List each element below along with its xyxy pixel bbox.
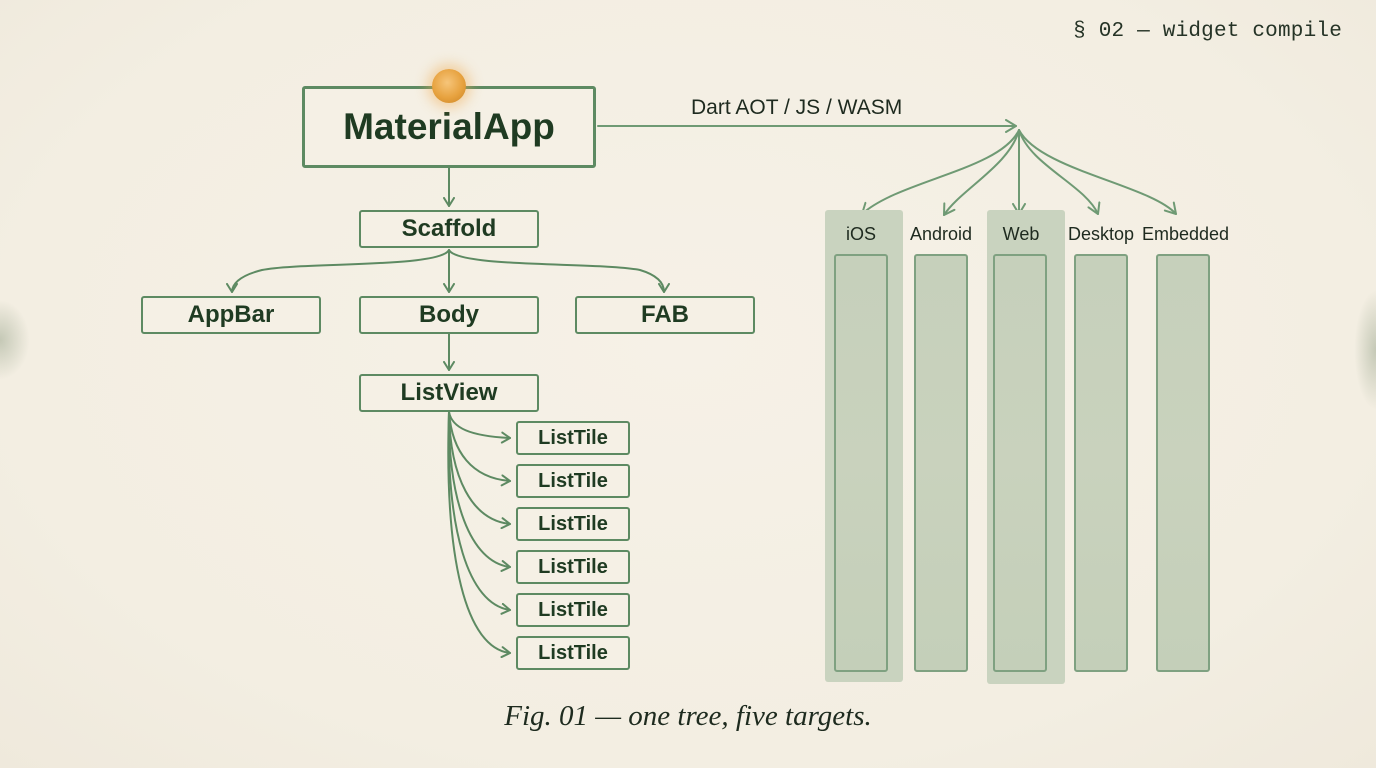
node-listtile: ListTile <box>516 464 630 498</box>
target-column-desktop <box>1074 254 1128 672</box>
node-label: ListTile <box>538 512 608 535</box>
node-appbar: AppBar <box>141 296 321 334</box>
node-scaffold: Scaffold <box>359 210 539 248</box>
node-label: ListTile <box>538 469 608 492</box>
node-fab: FAB <box>575 296 755 334</box>
target-label-desktop: Desktop <box>1067 224 1135 244</box>
node-label: Body <box>419 301 479 328</box>
target-label-ios: iOS <box>845 224 876 244</box>
target-column-android <box>914 254 968 672</box>
node-label: ListView <box>400 379 498 406</box>
node-label: Scaffold <box>401 215 497 242</box>
target-column-web <box>993 254 1047 672</box>
node-body: Body <box>359 296 539 334</box>
target-label-embedded: Embedded <box>1142 224 1230 244</box>
glowing-orb-icon <box>432 69 466 103</box>
node-listtile: ListTile <box>516 636 630 670</box>
node-label: ListTile <box>538 555 608 578</box>
node-listtile: ListTile <box>516 421 630 455</box>
node-listtile: ListTile <box>516 593 630 627</box>
target-column-ios <box>834 254 888 672</box>
node-listtile: ListTile <box>516 507 630 541</box>
node-label: FAB <box>641 301 689 328</box>
node-listview: ListView <box>359 374 539 412</box>
node-label: MaterialApp <box>343 106 555 147</box>
node-label: ListTile <box>538 641 608 664</box>
node-listtile: ListTile <box>516 550 630 584</box>
paper-texture-left <box>0 300 30 380</box>
node-label: ListTile <box>538 598 608 621</box>
compile-edge-label: Dart AOT / JS / WASM <box>691 96 903 119</box>
section-label: § 02 — widget compile <box>1073 20 1342 43</box>
paper-texture-right <box>1354 290 1376 410</box>
figure-caption: Fig. 01 — one tree, five targets. <box>504 700 872 732</box>
target-column-embedded <box>1156 254 1210 672</box>
target-label-android: Android <box>909 224 973 244</box>
node-label: AppBar <box>187 301 275 328</box>
node-label: ListTile <box>538 426 608 449</box>
target-label-web: Web <box>1002 224 1040 244</box>
